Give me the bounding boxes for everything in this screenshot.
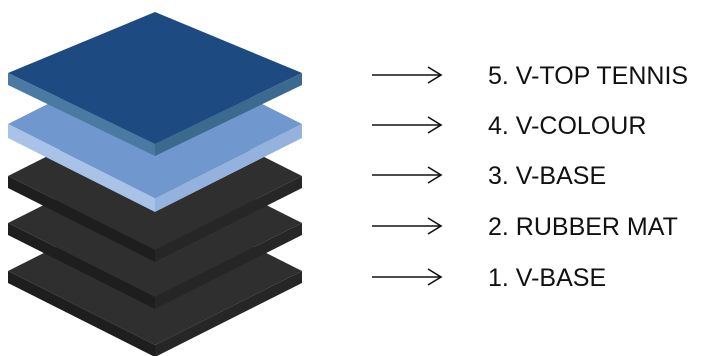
layer-4-right-face bbox=[155, 124, 302, 212]
layer-label-2: 2. RUBBER MAT bbox=[488, 213, 678, 241]
layer-3-left-face bbox=[8, 176, 155, 262]
layer-3-right-face bbox=[155, 176, 302, 262]
arrows bbox=[372, 66, 443, 286]
layer-slab-5-v-top-tennis bbox=[8, 12, 302, 156]
layer-4-left-face bbox=[8, 124, 155, 212]
layer-1-left-face bbox=[8, 271, 155, 356]
layer-label-5: 5. V-TOP TENNIS bbox=[488, 62, 688, 90]
layer-label-3: 3. V-BASE bbox=[488, 162, 606, 190]
layer-stack bbox=[8, 12, 302, 356]
layer-labels: 5. V-TOP TENNIS 4. V-COLOUR 3. V-BASE 2.… bbox=[488, 62, 688, 292]
arrow-1 bbox=[372, 268, 443, 286]
layer-5-right-face bbox=[155, 73, 302, 156]
layer-label-4: 4. V-COLOUR bbox=[488, 112, 646, 140]
layer-1-right-face bbox=[155, 271, 302, 356]
arrow-3 bbox=[372, 166, 443, 184]
layer-label-1: 1. V-BASE bbox=[488, 264, 606, 292]
arrow-5 bbox=[372, 66, 443, 84]
arrow-4 bbox=[372, 116, 443, 134]
layer-2-left-face bbox=[8, 223, 155, 309]
arrow-2 bbox=[372, 217, 443, 235]
layer-5-top-face bbox=[8, 12, 302, 144]
layer-5-left-face bbox=[8, 73, 155, 156]
layer-2-right-face bbox=[155, 223, 302, 309]
